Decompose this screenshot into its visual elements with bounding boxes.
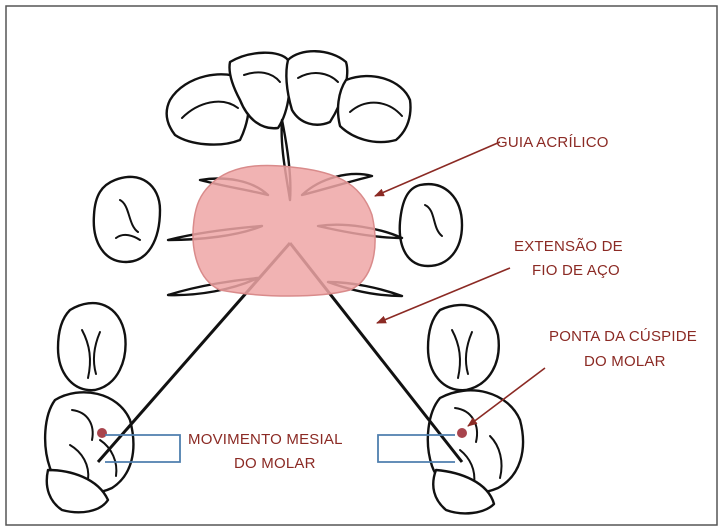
left-movement-bracket [105, 434, 181, 463]
right-cusp-point [457, 428, 467, 438]
wire-extension-arrow [376, 267, 511, 324]
upper-incisors [165, 50, 412, 146]
right-molars [426, 303, 525, 515]
acrylic-guide-label: GUIA ACRÍLICO [496, 134, 609, 151]
acrylic-guide-arrow [374, 141, 501, 197]
wire-extension-label-line2: FIO DE AÇO [532, 262, 620, 279]
mesial-movement-label-line2: DO MOLAR [234, 455, 316, 472]
cusp-tip-arrow [467, 367, 546, 427]
right-lateral-teeth [398, 182, 464, 268]
mesial-movement-label-line1: MOVIMENTO MESIAL [188, 431, 343, 448]
cusp-tip-label-line1: PONTA DA CÚSPIDE [549, 328, 697, 345]
acrylic-guide [192, 164, 376, 297]
left-molars [43, 301, 135, 514]
right-movement-bracket [377, 434, 455, 463]
left-lateral-teeth [92, 175, 162, 264]
cusp-tip-label-line2: DO MOLAR [584, 353, 666, 370]
left-cusp-point [97, 428, 107, 438]
wire-extension-label-line1: EXTENSÃO DE [514, 238, 623, 255]
